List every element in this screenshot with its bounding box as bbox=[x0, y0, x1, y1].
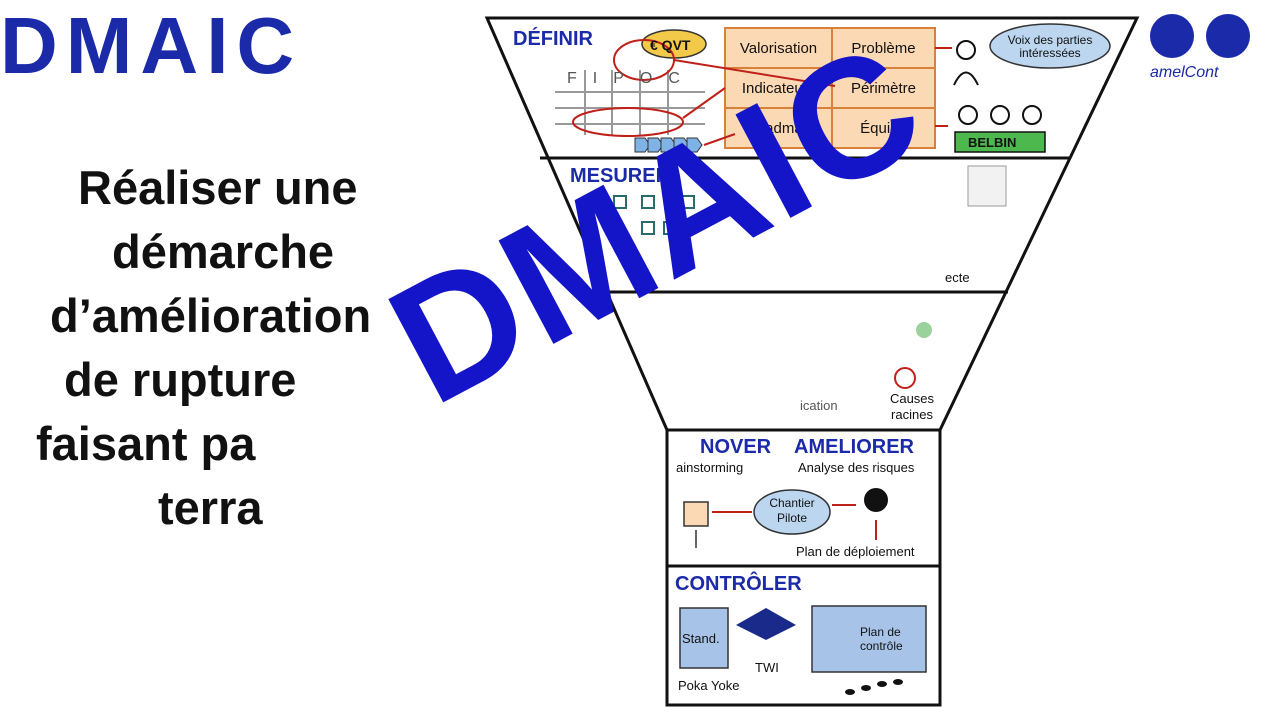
fipoc-header: FIPOC bbox=[567, 70, 696, 87]
subtitle-line-2: démarche bbox=[112, 225, 335, 278]
cell-probleme: Problème bbox=[851, 39, 916, 57]
pilot-label: Chantier Pilote bbox=[769, 496, 815, 525]
measure-fragment: ecte bbox=[945, 270, 970, 285]
phase-innovate-partial: NOVER bbox=[700, 436, 772, 458]
belbin-label: BELBIN bbox=[968, 135, 1017, 150]
deployment-label: Plan de déploiement bbox=[796, 544, 915, 559]
poka-yoke-label: Poka Yoke bbox=[678, 678, 740, 693]
subtitle-line-6: terra bbox=[158, 481, 263, 534]
subtitle-line-5: faisant pa bbox=[36, 417, 256, 470]
standard-label: Stand. bbox=[682, 631, 720, 646]
phase-define: DÉFINIR bbox=[513, 28, 593, 50]
subtitle-line-3: d’amélioration bbox=[50, 289, 372, 342]
qvt-badge: € QVT bbox=[650, 37, 691, 53]
control-plan-label: Plan de contrôle bbox=[860, 625, 903, 653]
brainstorming-label: ainstorming bbox=[676, 460, 744, 475]
subtitle-line-4: de rupture bbox=[64, 353, 297, 406]
phase-improve: AMELIORER bbox=[794, 436, 914, 458]
cell-indicateurs: Indicateurs bbox=[741, 79, 816, 97]
phase-control: CONTRÔLER bbox=[675, 573, 802, 595]
analyse-fragment: ication bbox=[800, 398, 838, 413]
cell-equipe: Équipe bbox=[860, 119, 907, 137]
cell-roadmap: Roadmap bbox=[745, 119, 812, 137]
subtitle-line-1: Réaliser une bbox=[78, 161, 358, 214]
stakeholders-label: Voix des parties intéressées bbox=[1007, 33, 1093, 60]
root-causes-label: Causes racines bbox=[889, 391, 935, 422]
cell-perimetre: Périmètre bbox=[850, 79, 917, 97]
main-title: DMAIC bbox=[0, 1, 303, 90]
phase-measure: MESURER bbox=[570, 165, 671, 187]
brand-logo: amelCont bbox=[1150, 64, 1219, 81]
twi-label: TWI bbox=[755, 660, 779, 675]
risk-analysis-label: Analyse des risques bbox=[798, 460, 915, 475]
cell-valorisation: Valorisation bbox=[739, 39, 818, 57]
